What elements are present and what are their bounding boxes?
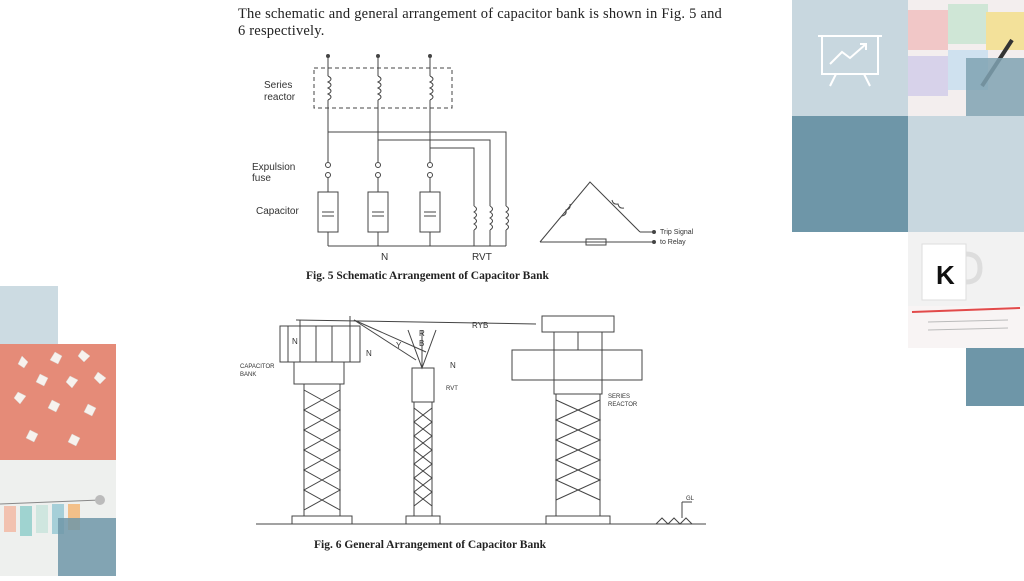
label-capacitor-bank-2: BANK: [240, 372, 256, 378]
decor-photo-paper-stars: [0, 344, 116, 460]
sticky-notes-image: [908, 4, 1024, 96]
decor-tile-right-blue-small: [966, 58, 1024, 116]
label-series-reactor-fig6-2: REACTOR: [608, 402, 638, 408]
label-n-mid: N: [366, 349, 372, 358]
decor-tile-presentation: [792, 0, 908, 116]
label-neutral: N: [381, 252, 388, 263]
decor-photo-mug: K: [908, 232, 1024, 348]
expulsion-fuses: [325, 162, 433, 178]
label-series-reactor-2: reactor: [264, 92, 296, 103]
rvt-coils: [473, 205, 509, 246]
decor-tile-left-blue: [58, 518, 116, 576]
label-n-left: N: [292, 337, 298, 346]
series-reactor-coils: [326, 75, 434, 101]
series-reactor-structure: [511, 315, 643, 525]
decor-photo-sticky-notes: [908, 0, 1024, 116]
label-capacitor-bank: CAPACITOR: [240, 364, 275, 370]
label-trip-signal-2: to Relay: [660, 239, 686, 246]
clothesline-image: [0, 495, 105, 536]
decor-tile-left-light: [0, 286, 58, 344]
presentation-chart-icon: [818, 35, 882, 87]
label-rvt-fig6: RVT: [446, 386, 458, 392]
label-y: Y: [396, 341, 402, 350]
label-n-right: N: [450, 361, 456, 370]
decor-tile-right-light: [908, 116, 1024, 232]
label-rvt: RVT: [472, 252, 492, 263]
svg-text:K: K: [936, 260, 955, 290]
label-series-reactor: Series: [264, 80, 292, 91]
label-gl: GL: [686, 496, 695, 502]
delta-triangle: [539, 181, 654, 246]
label-ryb: RYB: [472, 321, 488, 330]
fig6-caption: Fig. 6 General Arrangement of Capacitor …: [314, 539, 546, 551]
decor-tile-right-blue-bottom: [966, 348, 1024, 406]
decor-tile-right-blue: [792, 116, 908, 232]
label-series-reactor-fig6: SERIES: [608, 394, 630, 400]
label-trip-signal: Trip Signal: [660, 229, 694, 236]
decor-photo-clothesline: [0, 460, 116, 576]
paper-stars-image: [13, 349, 107, 447]
label-expulsion-fuse-2: fuse: [252, 173, 271, 184]
rvt-structure: [405, 329, 441, 525]
intro-paragraph: The schematic and general arrangement of…: [238, 6, 722, 39]
capacitor-bank-structure: [279, 316, 361, 525]
label-capacitor: Capacitor: [256, 206, 299, 217]
label-expulsion-fuse: Expulsion: [252, 162, 295, 173]
mug-image: K: [908, 243, 1024, 348]
fig6-arrangement: RYB CAPACITOR BANK N N Y R B N RVT SERIE…: [240, 315, 706, 525]
label-r: R: [419, 329, 425, 338]
fig5-schematic: Series reactor Expulsion fuse Capacitor …: [252, 54, 694, 263]
phase-lines: [327, 56, 431, 246]
fig5-caption: Fig. 5 Schematic Arrangement of Capacito…: [306, 270, 549, 282]
label-b: B: [419, 339, 424, 348]
capacitor-units: [317, 191, 441, 233]
